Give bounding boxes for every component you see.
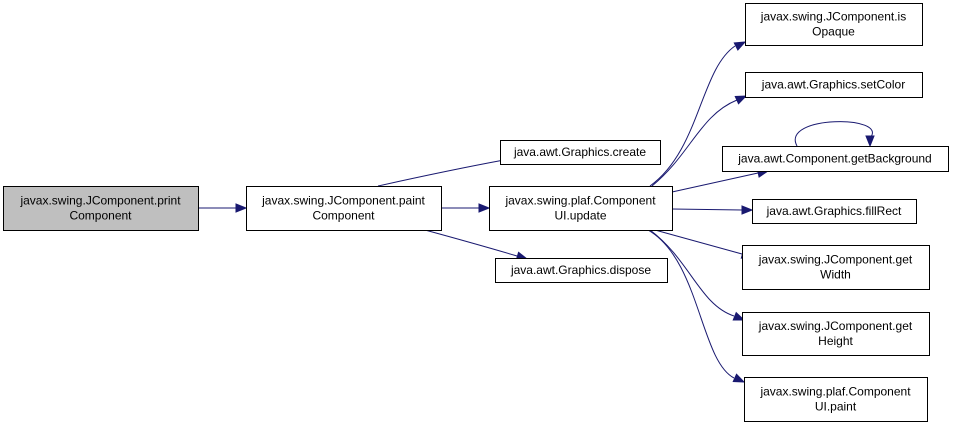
node-box — [500, 140, 661, 165]
edge-paint-to-dispose — [424, 229, 529, 261]
edge-update-to-getBackground — [671, 168, 770, 193]
node-setColor[interactable]: java.awt.Graphics.setColor — [745, 72, 923, 98]
nodes-layer: javax.swing.JComponent.printComponentjav… — [3, 3, 949, 422]
node-label-line: Height — [818, 334, 853, 348]
edge-getBackground-to-getBackground — [794, 121, 875, 148]
node-label-line: java.awt.Component.getBackground — [737, 152, 931, 166]
node-box — [3, 186, 199, 231]
node-label-line: javax.swing.JComponent.print — [19, 194, 181, 208]
edge-arrowhead — [741, 205, 754, 215]
node-label-line: Width — [820, 268, 851, 282]
node-dispose[interactable]: java.awt.Graphics.dispose — [495, 258, 668, 283]
edge-print-to-paint — [198, 203, 248, 213]
node-box — [495, 258, 668, 283]
node-label-line: javax.swing.plaf.Component — [504, 194, 656, 208]
node-label-line: javax.swing.JComponent.paint — [261, 194, 425, 208]
node-label-line: Opaque — [812, 25, 855, 39]
node-label-line: javax.swing.JComponent.get — [758, 253, 913, 267]
edge-line — [377, 159, 505, 187]
edge-arrowhead — [732, 311, 746, 321]
edge-paint-to-update — [441, 203, 491, 213]
edge-arrowhead — [734, 95, 748, 105]
node-box — [744, 377, 928, 422]
edge-update-to-fillRect — [671, 205, 754, 215]
node-box — [752, 199, 917, 224]
edge-arrowhead — [865, 135, 875, 148]
node-label-line: Component — [312, 209, 375, 223]
edge-update-to-getWidth — [654, 229, 754, 259]
node-box — [742, 312, 930, 356]
edge-arrowhead — [235, 203, 248, 213]
node-box — [745, 3, 923, 46]
node-label-line: javax.swing.JComponent.get — [758, 319, 913, 333]
node-label-line: java.awt.Graphics.dispose — [510, 263, 651, 277]
edge-update-to-isOpaque — [649, 41, 747, 187]
node-getBackground[interactable]: java.awt.Component.getBackground — [722, 146, 949, 172]
edge-line — [647, 229, 735, 379]
edge-arrowhead — [733, 41, 747, 51]
edge-update-to-uiPaint — [647, 229, 746, 383]
node-label-line: javax.swing.plaf.Component — [759, 385, 911, 399]
edge-line — [424, 229, 518, 257]
node-label-line: UI.paint — [815, 400, 857, 414]
node-box — [745, 72, 923, 98]
edge-line — [651, 99, 738, 187]
node-box — [722, 146, 949, 172]
edge-line — [794, 121, 873, 147]
node-label-line: java.awt.Graphics.create — [513, 145, 646, 159]
node-box — [489, 186, 673, 231]
node-label-line: UI.update — [554, 209, 606, 223]
node-box — [246, 186, 442, 231]
node-box — [742, 245, 930, 290]
edge-line — [671, 208, 743, 211]
edge-line — [654, 229, 743, 255]
node-label-line: java.awt.Graphics.fillRect — [766, 204, 902, 218]
node-create[interactable]: java.awt.Graphics.create — [500, 140, 661, 165]
edge-arrowhead — [478, 203, 491, 213]
edge-line — [649, 45, 736, 187]
node-label-line: java.awt.Graphics.setColor — [761, 78, 905, 92]
edge-line — [671, 172, 759, 193]
node-fillRect[interactable]: java.awt.Graphics.fillRect — [752, 199, 917, 224]
node-label-line: Component — [69, 209, 132, 223]
edge-arrowhead — [732, 373, 746, 383]
edge-update-to-setColor — [651, 95, 748, 187]
node-label-line: javax.swing.JComponent.is — [760, 10, 906, 24]
edge-paint-to-create — [377, 155, 516, 187]
